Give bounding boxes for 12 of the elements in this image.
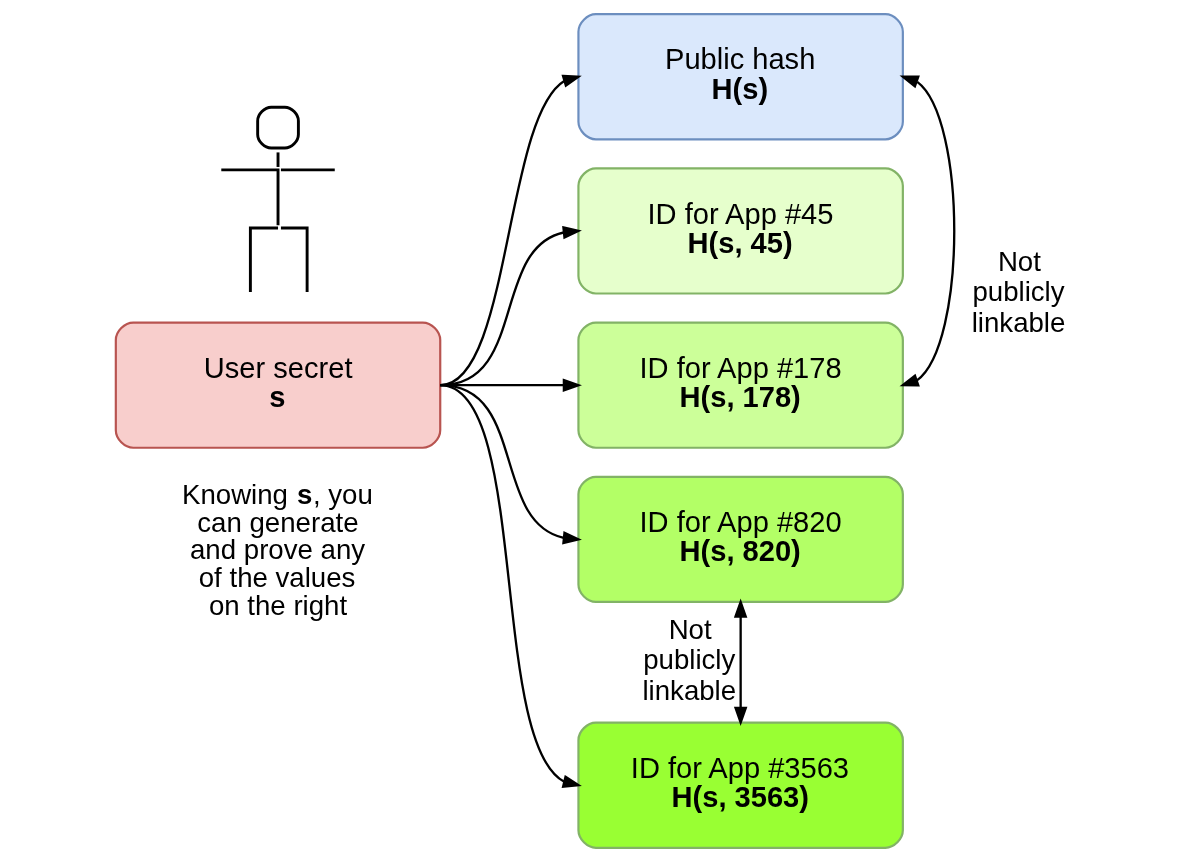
node-box: ID for App #3563 H(s, 3563) bbox=[576, 721, 904, 849]
label: Knowing s, you can generate and prove any of the values on the right bbox=[181, 479, 373, 621]
edge-label: Not publicly linkable bbox=[971, 245, 1065, 338]
node-box: User secret s bbox=[114, 321, 441, 449]
arrow bbox=[899, 75, 955, 387]
node-box: Public hash H(s) bbox=[576, 13, 904, 141]
edge-label: Not publicly linkable bbox=[641, 613, 736, 706]
node-box: ID for App #45 H(s, 45) bbox=[576, 167, 904, 295]
node-box: ID for App #820 H(s, 820) bbox=[576, 475, 904, 604]
arrow bbox=[439, 384, 582, 789]
node-box: ID for App #178 H(s, 178) bbox=[576, 321, 904, 449]
arrow bbox=[733, 598, 747, 727]
